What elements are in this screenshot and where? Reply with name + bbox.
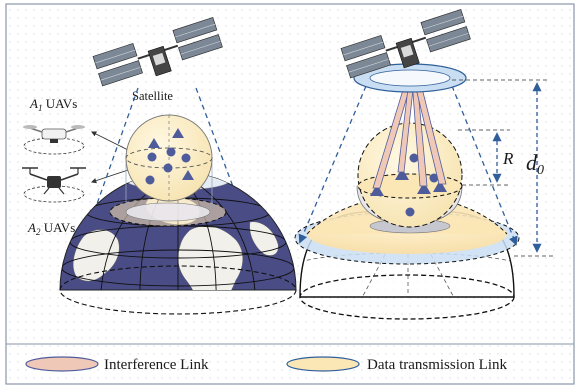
pointer-arrow-a2: [90, 169, 129, 184]
legend-data-transmission: Data transmission Link: [286, 356, 507, 373]
interference-link-swatch: [25, 356, 99, 372]
pointer-arrow-a1: [91, 131, 129, 151]
satellite-icon-left: [92, 17, 223, 87]
interference-link-label: Interference Link: [104, 357, 209, 373]
distance-label: d0: [526, 150, 544, 178]
diagram-border: [5, 3, 575, 385]
a2-uavs-label: A2 UAVs: [27, 220, 75, 237]
uav-marker-a2: [145, 175, 155, 185]
uav-marker-a1: [370, 184, 384, 196]
uav-marker-a2: [429, 173, 439, 183]
uav-marker-a1: [395, 168, 409, 180]
satellite-label: Satellite: [132, 89, 173, 103]
satellite-beam-inner: [369, 69, 451, 87]
uav-marker-a2: [166, 147, 176, 157]
legend-interference: Interference Link: [25, 356, 209, 373]
coverage-arrow-right-panel-left: [298, 85, 367, 244]
uav-sphere-left: [125, 114, 213, 210]
uav-marker-a2: [405, 207, 415, 217]
a1-uav-icon: [23, 125, 85, 155]
radius-label: R: [502, 149, 514, 168]
uav-marker-a1: [172, 128, 184, 138]
uav-marker-a1: [433, 180, 447, 192]
coverage-arrow-left: [90, 87, 139, 220]
data-transmission-link-swatch: [286, 356, 360, 372]
uav-marker-a2: [163, 163, 173, 173]
uav-marker-a2: [181, 153, 191, 163]
earth-coverage-inner: [125, 202, 211, 222]
uav-marker-a1: [148, 138, 160, 148]
uav-marker-a2: [147, 152, 157, 162]
coverage-arrow-right-panel-right: [451, 85, 518, 246]
data-transmission-link-label: Data transmission Link: [367, 357, 507, 373]
a2-uav-icon: [22, 167, 86, 203]
uav-marker-a1: [182, 170, 194, 180]
uav-marker-a1: [417, 182, 431, 194]
coverage-arrow-right: [195, 87, 246, 218]
satellite-icon-right: [340, 9, 471, 79]
uav-marker-a2: [409, 153, 419, 163]
a1-uavs-label: A1 UAVs: [29, 96, 77, 113]
